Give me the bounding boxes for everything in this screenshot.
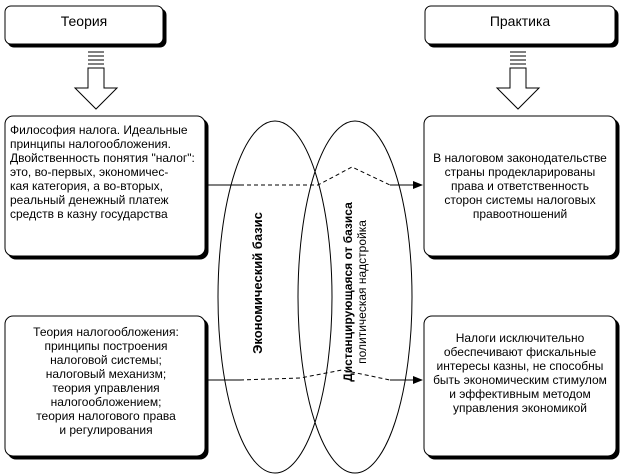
theory-header: Теория (60, 13, 108, 29)
theory-down-arrow (73, 51, 119, 110)
bottom-connector-arrow (205, 369, 423, 384)
top-connector-arrow (205, 166, 423, 189)
superstructure-label-line1: Дистанцирующаяся от базиса (341, 202, 355, 382)
economic-basis-label: Экономический базис (250, 212, 265, 354)
theory-box-1-text: Философия налога. Идеальные принципы нал… (10, 123, 195, 221)
practice-header-box (424, 5, 616, 45)
theory-box-2 (4, 315, 206, 457)
economic-basis-ellipse (217, 120, 333, 474)
superstructure-label-line2: политическая надстройка (355, 220, 369, 364)
theory-box-1 (4, 115, 206, 257)
practice-box-2-text: Налоги исключительно обеспечивают фискал… (433, 331, 607, 415)
practice-box-1 (423, 115, 617, 257)
practice-header: Практика (489, 13, 551, 29)
theory-header-box (4, 5, 164, 45)
theory-box-2-text: Теория налогообложения: принципы построе… (33, 325, 179, 437)
superstructure-ellipse (297, 120, 413, 474)
practice-box-2 (423, 315, 617, 457)
practice-down-arrow (495, 51, 541, 110)
practice-box-1-text: В налоговом законодательстве страны прод… (433, 151, 607, 221)
